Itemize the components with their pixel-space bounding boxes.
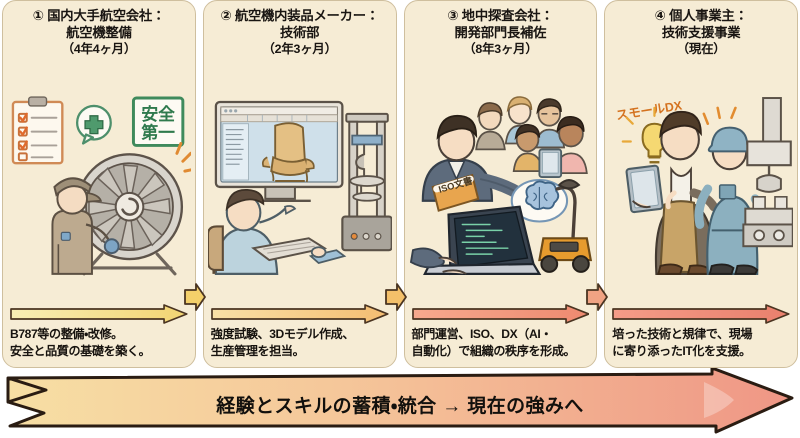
panel-2-illustration xyxy=(207,62,392,302)
panel-1-header: ① 国内大手航空会社： 航空機整備 （4年4ヶ月） xyxy=(3,1,195,61)
panel-4-progress-arrow xyxy=(612,304,790,324)
connector-2-to-3 xyxy=(385,282,407,312)
panel-4-duration: （現在） xyxy=(676,41,726,56)
strength-testing-machine-icon xyxy=(341,112,392,252)
ground-survey-robot-icon xyxy=(537,179,592,274)
panel-3-progress-arrow xyxy=(411,304,590,324)
panel-3-header: ③ 地中探査会社： 開発部門長補佐 （8年3ヶ月） xyxy=(405,1,597,61)
engineer-figure xyxy=(207,189,347,276)
clipboard-checklist-icon xyxy=(11,96,64,165)
panel-2-caption-line1: 強度試験、3Dモデル作成、 xyxy=(210,327,355,342)
panel-2-caption: 強度試験、3Dモデル作成、 生産管理を担当。 xyxy=(204,326,396,367)
panel-4-header: ④ 個人事業主： 技術支援事業 （現在） xyxy=(605,1,797,61)
panel-1-illustration: 安全 第一 xyxy=(7,62,191,302)
panel-4-caption: 培った技術と規律で、現場 に寄り添ったIT化を支援。 xyxy=(605,326,797,367)
panel-4-caption-line1: 培った技術と規律で、現場 xyxy=(612,327,753,342)
connector-3-to-4 xyxy=(586,282,608,312)
panel-3-illustration: ISO文書 xyxy=(408,62,593,302)
aircraft-seat-3d-model-icon xyxy=(261,122,315,183)
svg-text:安全: 安全 xyxy=(141,104,175,124)
panel-3-caption-line2: 自動化）で組織の秩序を形成。 xyxy=(411,343,576,358)
svg-text:第一: 第一 xyxy=(140,123,175,143)
panel-3-title-line2: 開発部門長補佐 xyxy=(454,24,547,40)
tablet-icon xyxy=(537,148,562,179)
coding-laptop-icon xyxy=(409,205,541,276)
connector-1-to-2 xyxy=(184,282,206,312)
panel-4-sole-proprietor: ④ 個人事業主： 技術支援事業 （現在） スモールDX xyxy=(604,0,798,368)
panel-1-caption-line1: B787等の整備・改修。 xyxy=(10,327,123,342)
panel-1-progress-arrow xyxy=(10,304,188,324)
panel-3-title-line1: ③ 地中探査会社： xyxy=(447,8,554,23)
cad-monitor-icon xyxy=(214,100,344,203)
panel-3-duration: （8年3ヶ月） xyxy=(463,41,538,56)
panel-1-duration: （4年4ヶ月） xyxy=(61,41,137,56)
panel-2-progress-arrow xyxy=(210,304,389,324)
panel-3-caption: 部門運営、ISO、DX（AI・ 自動化）で組織の秩序を形成。 xyxy=(405,326,597,367)
green-cross-icon xyxy=(76,104,112,145)
panel-4-illustration: スモールDX xyxy=(609,62,793,302)
panel-1-caption: B787等の整備・改修。 安全と品質の基礎を築く。 xyxy=(3,326,195,367)
panel-3-ground-survey-company: ③ 地中探査会社： 開発部門長補佐 （8年3ヶ月） xyxy=(403,0,598,368)
panel-1-caption-line2: 安全と品質の基礎を築く。 xyxy=(10,343,151,358)
safety-first-sign: 安全 第一 xyxy=(131,96,185,148)
panel-2-interior-parts-maker: ② 航空機内装品メーカー： 技術部 （2年3ヶ月） xyxy=(202,0,397,368)
panel-4-title-line1: ④ 個人事業主： xyxy=(654,8,748,23)
panel-row: ① 国内大手航空会社： 航空機整備 （4年4ヶ月） xyxy=(2,0,798,368)
panel-3-caption-line1: 部門運営、ISO、DX（AI・ xyxy=(411,327,553,342)
panel-1-title-line1: ① 国内大手航空会社： xyxy=(32,8,166,23)
panel-2-duration: （2年3ヶ月） xyxy=(262,41,337,56)
mechanic-figure xyxy=(51,177,120,275)
panel-2-caption-line2: 生産管理を担当。 xyxy=(210,343,305,358)
panel-2-title-line1: ② 航空機内装品メーカー： xyxy=(220,8,379,23)
panel-4-caption-line2: に寄り添ったIT化を支援。 xyxy=(612,343,751,358)
mouse-pad-icon xyxy=(308,246,347,265)
panel-2-header: ② 航空機内装品メーカー： 技術部 （2年3ヶ月） xyxy=(204,1,396,61)
factory-machine-icon xyxy=(742,97,793,248)
tablet-icon xyxy=(625,164,664,214)
summary-ribbon xyxy=(0,368,800,436)
panel-2-title-line2: 技術部 xyxy=(279,24,320,40)
panel-1-airline-maintenance: ① 国内大手航空会社： 航空機整備 （4年4ヶ月） xyxy=(2,0,196,368)
panel-1-title-line2: 航空機整備 xyxy=(66,24,132,40)
keyboard-icon xyxy=(250,237,327,262)
team-members-group xyxy=(474,96,588,179)
panel-4-title-line2: 技術支援事業 xyxy=(661,24,741,40)
